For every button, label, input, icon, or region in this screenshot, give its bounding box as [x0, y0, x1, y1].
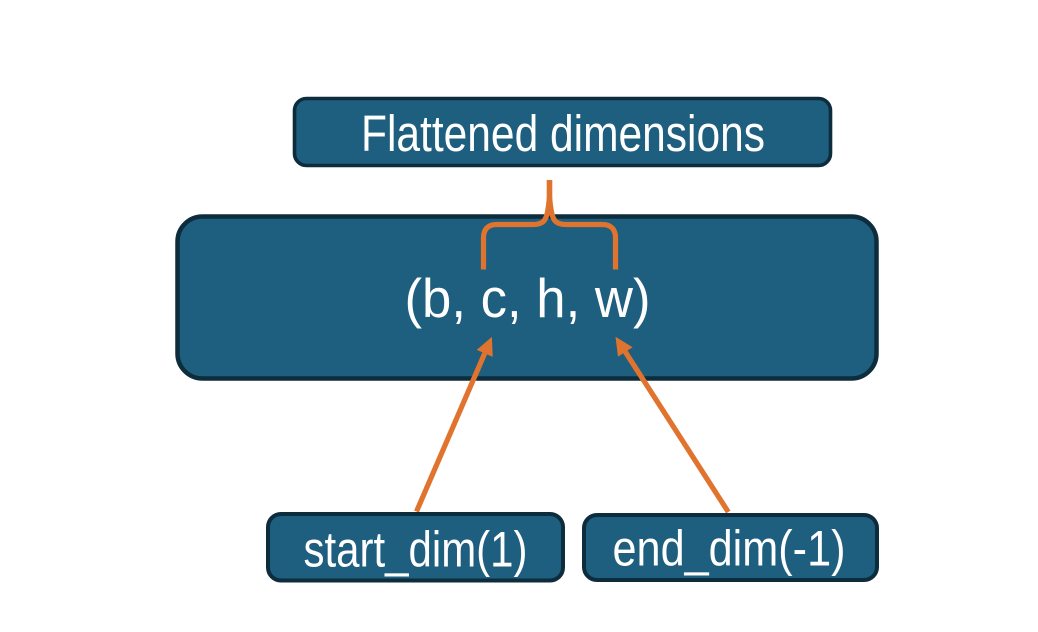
- svg-text:end_dim(-1): end_dim(-1): [613, 521, 846, 577]
- svg-text:Flattened dimensions: Flattened dimensions: [361, 105, 765, 162]
- svg-text:(b, c, h, w): (b, c, h, w): [405, 267, 651, 329]
- svg-text:start_dim(1): start_dim(1): [304, 522, 528, 578]
